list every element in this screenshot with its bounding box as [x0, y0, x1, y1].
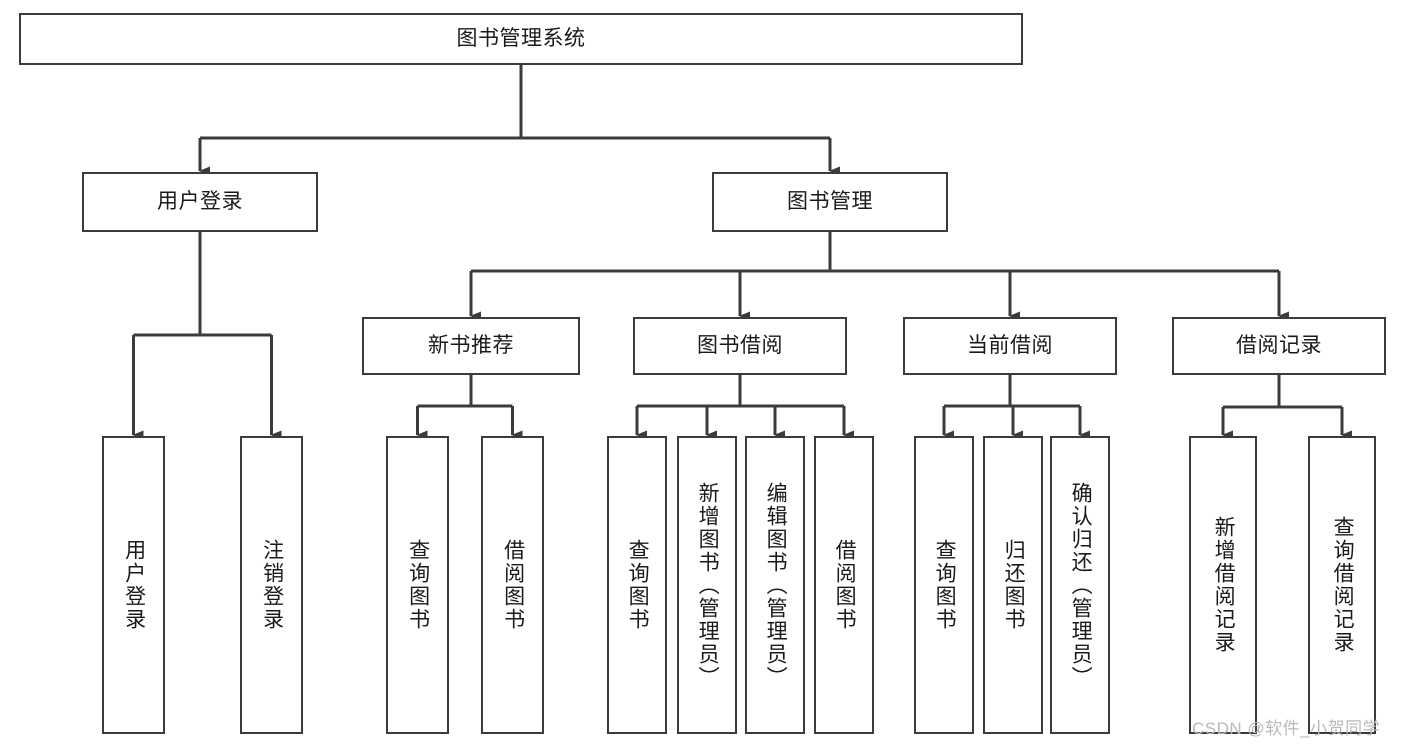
node-label: 借阅图书 [501, 539, 525, 631]
node-leaf-add-book[interactable]: 新增图书（管理员） [677, 436, 737, 734]
node-leaf-logout[interactable]: 注销登录 [240, 436, 303, 734]
node-label: 注销登录 [260, 539, 284, 631]
node-label: 查询图书 [933, 539, 957, 631]
node-new-book-rec[interactable]: 新书推荐 [362, 317, 580, 375]
node-label: 新书推荐 [428, 333, 514, 357]
watermark-text: CSDN @软件_小贺同学 [1192, 719, 1381, 738]
node-root[interactable]: 图书管理系统 [19, 13, 1023, 65]
node-leaf-user-login[interactable]: 用户登录 [102, 436, 165, 734]
node-label: 图书管理 [787, 189, 873, 213]
node-leaf-query-book-bor[interactable]: 查询图书 [607, 436, 667, 734]
node-label: 查询借阅记录 [1331, 516, 1355, 654]
node-label: 图书管理系统 [456, 26, 586, 50]
node-label: 查询图书 [406, 539, 430, 631]
node-book-borrow[interactable]: 图书借阅 [633, 317, 847, 375]
node-label: 新增图书（管理员） [696, 481, 720, 689]
node-label: 编辑图书（管理员） [764, 481, 788, 689]
node-leaf-query-book-cur[interactable]: 查询图书 [914, 436, 974, 734]
node-label: 确认归还（管理员） [1069, 481, 1093, 689]
node-leaf-confirm-return[interactable]: 确认归还（管理员） [1050, 436, 1110, 734]
edge-paths [132, 65, 1352, 440]
node-label: 用户登录 [157, 189, 243, 213]
node-current-borrow[interactable]: 当前借阅 [903, 317, 1117, 375]
node-leaf-return-book[interactable]: 归还图书 [983, 436, 1043, 734]
node-label: 归还图书 [1002, 539, 1026, 631]
node-label: 当前借阅 [967, 333, 1053, 357]
node-label: 新增借阅记录 [1212, 516, 1236, 654]
node-user-login[interactable]: 用户登录 [82, 172, 318, 232]
node-leaf-query-record[interactable]: 查询借阅记录 [1308, 436, 1376, 734]
node-borrow-record[interactable]: 借阅记录 [1172, 317, 1386, 375]
node-leaf-query-book-rec[interactable]: 查询图书 [386, 436, 449, 734]
node-label: 借阅记录 [1236, 333, 1322, 357]
node-label: 查询图书 [626, 539, 650, 631]
node-leaf-edit-book[interactable]: 编辑图书（管理员） [745, 436, 805, 734]
node-leaf-borrow-book-bor[interactable]: 借阅图书 [814, 436, 874, 734]
node-leaf-borrow-book-rec[interactable]: 借阅图书 [481, 436, 544, 734]
node-leaf-add-record[interactable]: 新增借阅记录 [1189, 436, 1257, 734]
node-book-manage[interactable]: 图书管理 [712, 172, 948, 232]
node-label: 图书借阅 [697, 333, 783, 357]
node-label: 用户登录 [122, 539, 146, 631]
node-label: 借阅图书 [833, 539, 857, 631]
